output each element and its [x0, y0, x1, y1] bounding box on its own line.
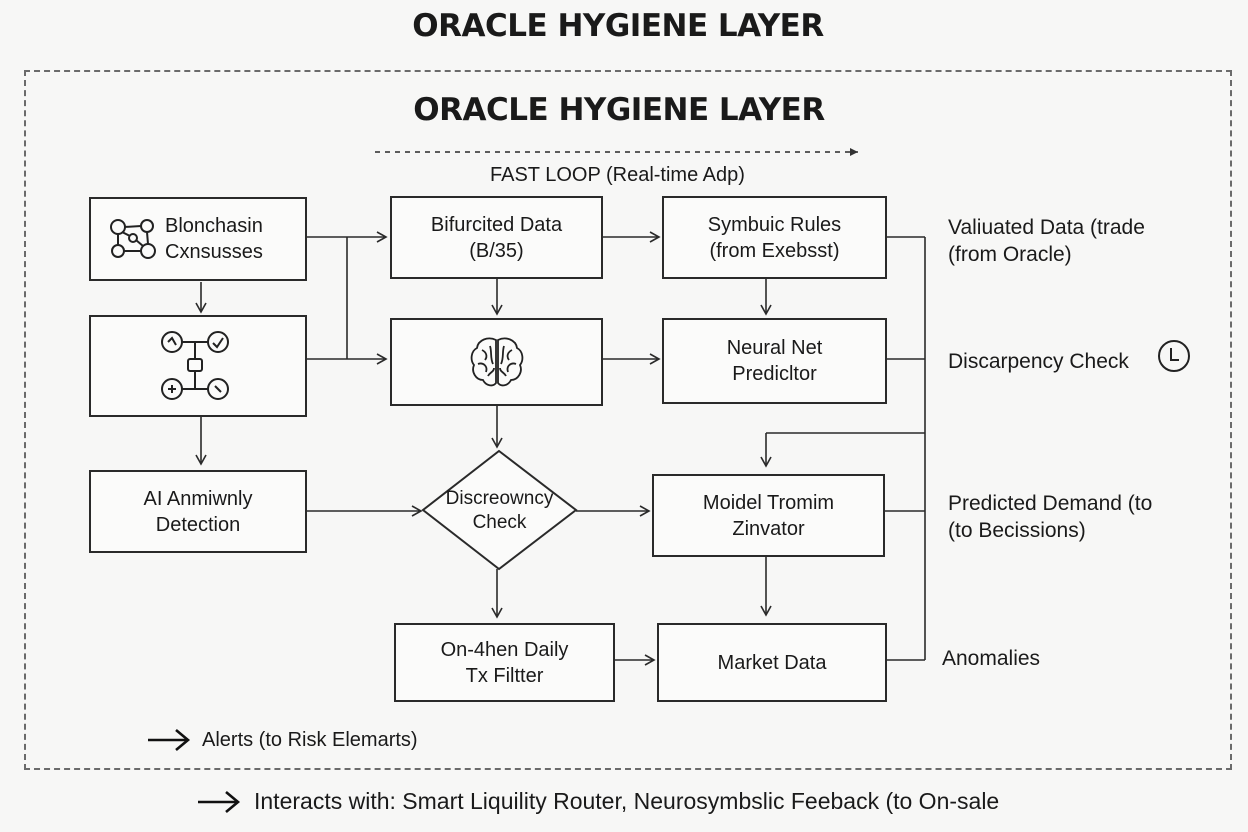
- output-validated-data: Valiuated Data (trade (from Oracle): [948, 216, 1145, 266]
- circuit-nodes-icon: [158, 329, 238, 403]
- symbolic-rules-label: Symbuic Rules (from Exebsst): [707, 213, 842, 262]
- brain-icon: [468, 334, 526, 390]
- output-predicted-demand: Predicted Demand (to (to Becissions): [948, 492, 1153, 542]
- discrepancy-check-diamond-label: Discreowncy Check: [445, 488, 554, 533]
- symbolic-rules-box: Symbuic Rules (from Exebsst): [662, 196, 887, 279]
- circuit-box: [89, 315, 307, 417]
- panel-title: ORACLE HYGIENE LAYER: [413, 92, 825, 128]
- neural-net-predictor-label: Neural Net Predicltor: [726, 337, 823, 385]
- network-nodes-icon: [107, 213, 159, 265]
- ai-anomaly-detection-box: AI Anmiwnly Detection: [89, 470, 307, 553]
- clock-icon: [1156, 338, 1192, 374]
- oracle-layer-frame: [24, 70, 1232, 770]
- bifurcated-data-box: Bifurcited Data (B/35): [390, 196, 603, 279]
- onchain-tx-filter-label: On-4hen Daily Tx Filtter: [440, 638, 569, 687]
- legend-alerts: Alerts (to Risk Elemarts): [202, 729, 418, 751]
- onchain-tx-filter-box: On-4hen Daily Tx Filtter: [394, 623, 615, 702]
- footer-arrow-icon: [198, 791, 241, 813]
- blockchain-consensus-box: Blonchasin Cxnsusses: [89, 197, 307, 281]
- brain-box: [390, 318, 603, 406]
- fast-loop-label: FAST LOOP (Real-time Adp): [490, 164, 745, 186]
- output-anomalies: Anomalies: [942, 647, 1041, 670]
- market-data-box: Market Data: [657, 623, 887, 702]
- model-box: Moidel Tromim Zinvator: [652, 474, 885, 557]
- bifurcated-data-label: Bifurcited Data (B/35): [430, 213, 563, 262]
- legend-arrow-icon: [148, 729, 191, 751]
- discrepancy-decision-diamond: [421, 449, 578, 571]
- market-data-label: Market Data: [717, 651, 827, 674]
- neural-net-predictor-box: Neural Net Predicltor: [662, 318, 887, 404]
- output-discrepancy-check: Discarpency Check: [948, 350, 1129, 373]
- ai-anomaly-detection-label: AI Anmiwnly Detection: [143, 487, 253, 536]
- blockchain-consensus-label: Blonchasin Cxnsusses: [165, 215, 263, 263]
- page-title: ORACLE HYGIENE LAYER: [412, 8, 824, 44]
- model-label: Moidel Tromim Zinvator: [702, 491, 835, 540]
- footer-interacts: Interacts with: Smart Liquility Router, …: [254, 788, 1000, 814]
